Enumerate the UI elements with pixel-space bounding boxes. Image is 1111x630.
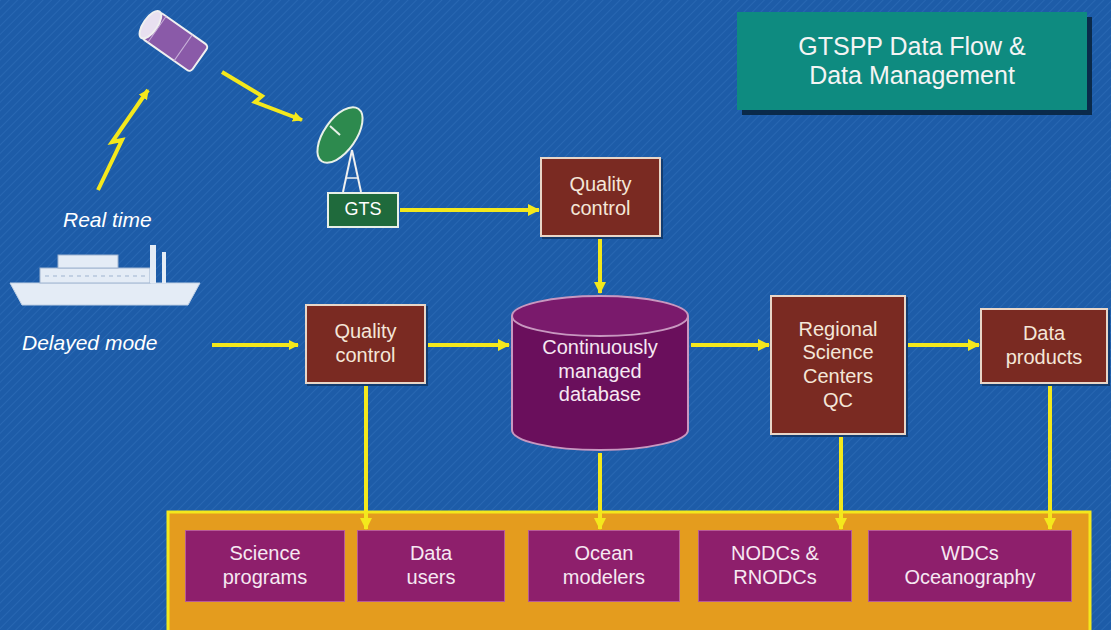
signal-bolt [98,90,148,190]
node-label: Regional Science Centers QC [791,318,886,412]
user-box: WDCs Oceanography [868,530,1072,602]
user-box: NODCs & RNODCs [698,530,852,602]
signal-bolt [222,72,302,120]
process-box: Quality control [305,304,426,384]
node-label: Quality control [553,173,648,220]
node-label: Data users [396,542,466,589]
user-box: Ocean modelers [528,530,680,602]
node-label: WDCs Oceanography [898,542,1043,589]
flow-arrow [427,343,509,347]
input-arrow [212,343,298,347]
flow-arrow [598,453,602,529]
flow-arrow [1048,385,1052,529]
process-box: Data products [980,308,1108,384]
node-label: Ocean modelers [549,542,659,589]
mode-label: Real time [63,208,152,232]
flow-arrow [691,343,769,347]
database-cylinder: Continuously managed database [510,294,690,452]
process-box: Quality control [540,157,661,237]
title-box: GTSPP Data Flow & Data Management [737,12,1087,110]
flow-arrow [598,238,602,293]
satellite-icon [136,8,209,73]
process-box: Regional Science Centers QC [770,295,906,435]
flow-arrow [839,436,843,529]
node-label: Data products [994,322,1094,369]
node-label: GTS [344,199,381,220]
dish-antenna [309,100,372,192]
mode-label: Delayed mode [22,331,157,355]
node-label: NODCs & RNODCs [715,542,835,589]
gts-box: GTS [327,192,399,228]
user-box: Science programs [185,530,345,602]
node-label: Science programs [205,542,325,589]
user-band [168,512,1090,630]
node-label: Quality control [318,320,413,367]
node-label: Continuously managed database [530,336,670,407]
user-box: Data users [357,530,505,602]
flow-arrow [364,385,368,529]
ship-icon [10,245,200,305]
flow-arrow [400,208,539,212]
flow-arrow [907,343,979,347]
diagram-title: GTSPP Data Flow & Data Management [787,32,1037,91]
